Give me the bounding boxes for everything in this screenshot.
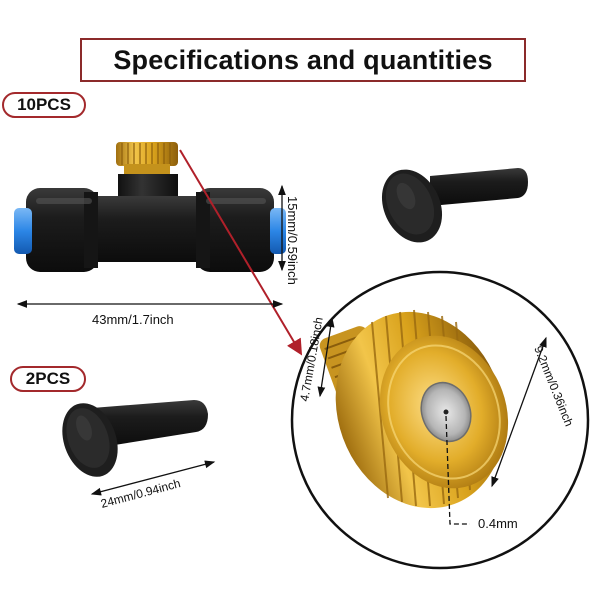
- orifice-label: 0.4mm: [478, 516, 518, 531]
- tee-fitting-image: [14, 142, 286, 272]
- tee-height-label: 15mm/0.59inch: [285, 196, 300, 285]
- plug-image-top: [381, 168, 528, 243]
- badge-tee-quantity: 10PCS: [2, 92, 86, 118]
- badge-tee-quantity-label: 10PCS: [17, 95, 71, 114]
- zoom-pointer-arrow: [179, 149, 303, 356]
- title-box: Specifications and quantities: [80, 38, 526, 82]
- badge-plug-quantity-label: 2PCS: [25, 369, 71, 388]
- page-title: Specifications and quantities: [113, 44, 493, 75]
- zoom-circle: [290, 270, 590, 570]
- plug-image-bottom: [62, 400, 208, 477]
- dimension-lines: [16, 184, 547, 525]
- tee-length-label: 43mm/1.7inch: [92, 312, 174, 327]
- badge-plug-quantity: 2PCS: [10, 366, 86, 392]
